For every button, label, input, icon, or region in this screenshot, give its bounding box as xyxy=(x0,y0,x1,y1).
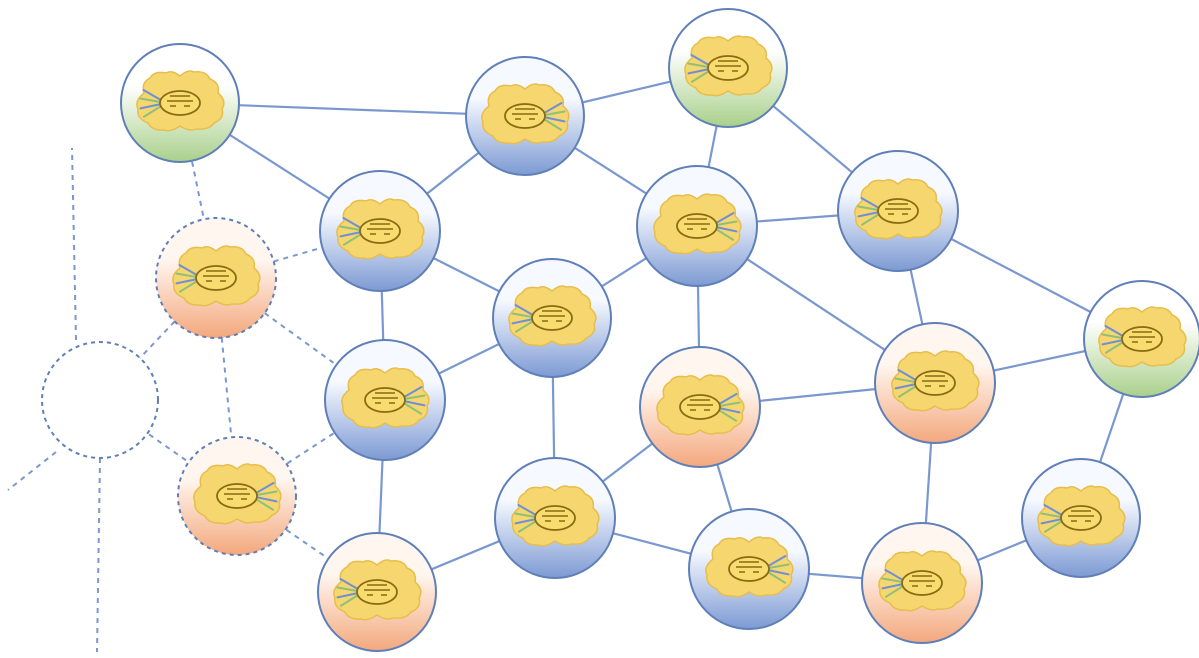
router-icon xyxy=(504,103,546,129)
network-node[interactable] xyxy=(492,258,612,378)
router-cloud-icon xyxy=(193,463,282,525)
router-icon xyxy=(356,579,398,605)
router-cloud-icon xyxy=(705,536,794,598)
router-icon xyxy=(707,55,749,81)
network-node[interactable] xyxy=(837,150,959,272)
router-icon xyxy=(679,394,721,420)
router-cloud-icon xyxy=(878,550,967,612)
network-node[interactable] xyxy=(639,346,761,468)
router-cloud-icon xyxy=(653,193,742,255)
router-cloud-icon xyxy=(1098,306,1187,368)
router-cloud-icon xyxy=(854,178,943,240)
router-icon xyxy=(1060,505,1102,531)
network-node[interactable] xyxy=(861,522,983,644)
network-node[interactable] xyxy=(494,457,616,579)
router-icon xyxy=(364,387,406,413)
router-cloud-icon xyxy=(684,35,773,97)
router-cloud-icon xyxy=(481,83,570,145)
router-cloud-icon xyxy=(511,485,600,547)
network-node[interactable] xyxy=(636,165,758,287)
router-icon xyxy=(901,570,943,596)
router-icon xyxy=(159,90,201,116)
router-icon xyxy=(195,265,237,291)
router-cloud-icon xyxy=(508,285,597,347)
network-node[interactable] xyxy=(465,56,585,176)
router-icon xyxy=(914,370,956,396)
router-cloud-icon xyxy=(172,245,261,307)
router-icon xyxy=(728,556,770,582)
router-icon xyxy=(676,213,718,239)
dashed-link xyxy=(71,147,77,341)
router-icon xyxy=(359,218,401,244)
router-cloud-icon xyxy=(341,367,430,429)
router-cloud-icon xyxy=(336,198,425,260)
node-circle xyxy=(41,341,159,459)
network-node[interactable] xyxy=(177,436,297,556)
dashed-link xyxy=(7,451,57,491)
network-node[interactable] xyxy=(1083,280,1199,398)
router-cloud-icon xyxy=(333,559,422,621)
network-node[interactable] xyxy=(155,217,277,339)
router-icon xyxy=(534,505,576,531)
network-node[interactable] xyxy=(41,341,159,459)
router-cloud-icon xyxy=(136,70,225,132)
dashed-link xyxy=(99,399,238,497)
network-node[interactable] xyxy=(324,339,446,461)
network-node[interactable] xyxy=(688,508,810,630)
router-icon xyxy=(877,198,919,224)
router-icon xyxy=(216,483,258,509)
router-cloud-icon xyxy=(656,374,745,436)
network-node[interactable] xyxy=(1021,458,1141,578)
network-node[interactable] xyxy=(874,322,996,444)
router-cloud-icon xyxy=(1037,485,1126,547)
router-cloud-icon xyxy=(891,350,980,412)
router-icon xyxy=(531,305,573,331)
nodes-layer xyxy=(41,8,1199,652)
network-node[interactable] xyxy=(120,43,240,163)
network-node[interactable] xyxy=(668,8,788,128)
router-icon xyxy=(1121,326,1163,352)
network-node[interactable] xyxy=(319,170,441,292)
dashed-link xyxy=(96,457,101,653)
network-node[interactable] xyxy=(317,532,437,652)
